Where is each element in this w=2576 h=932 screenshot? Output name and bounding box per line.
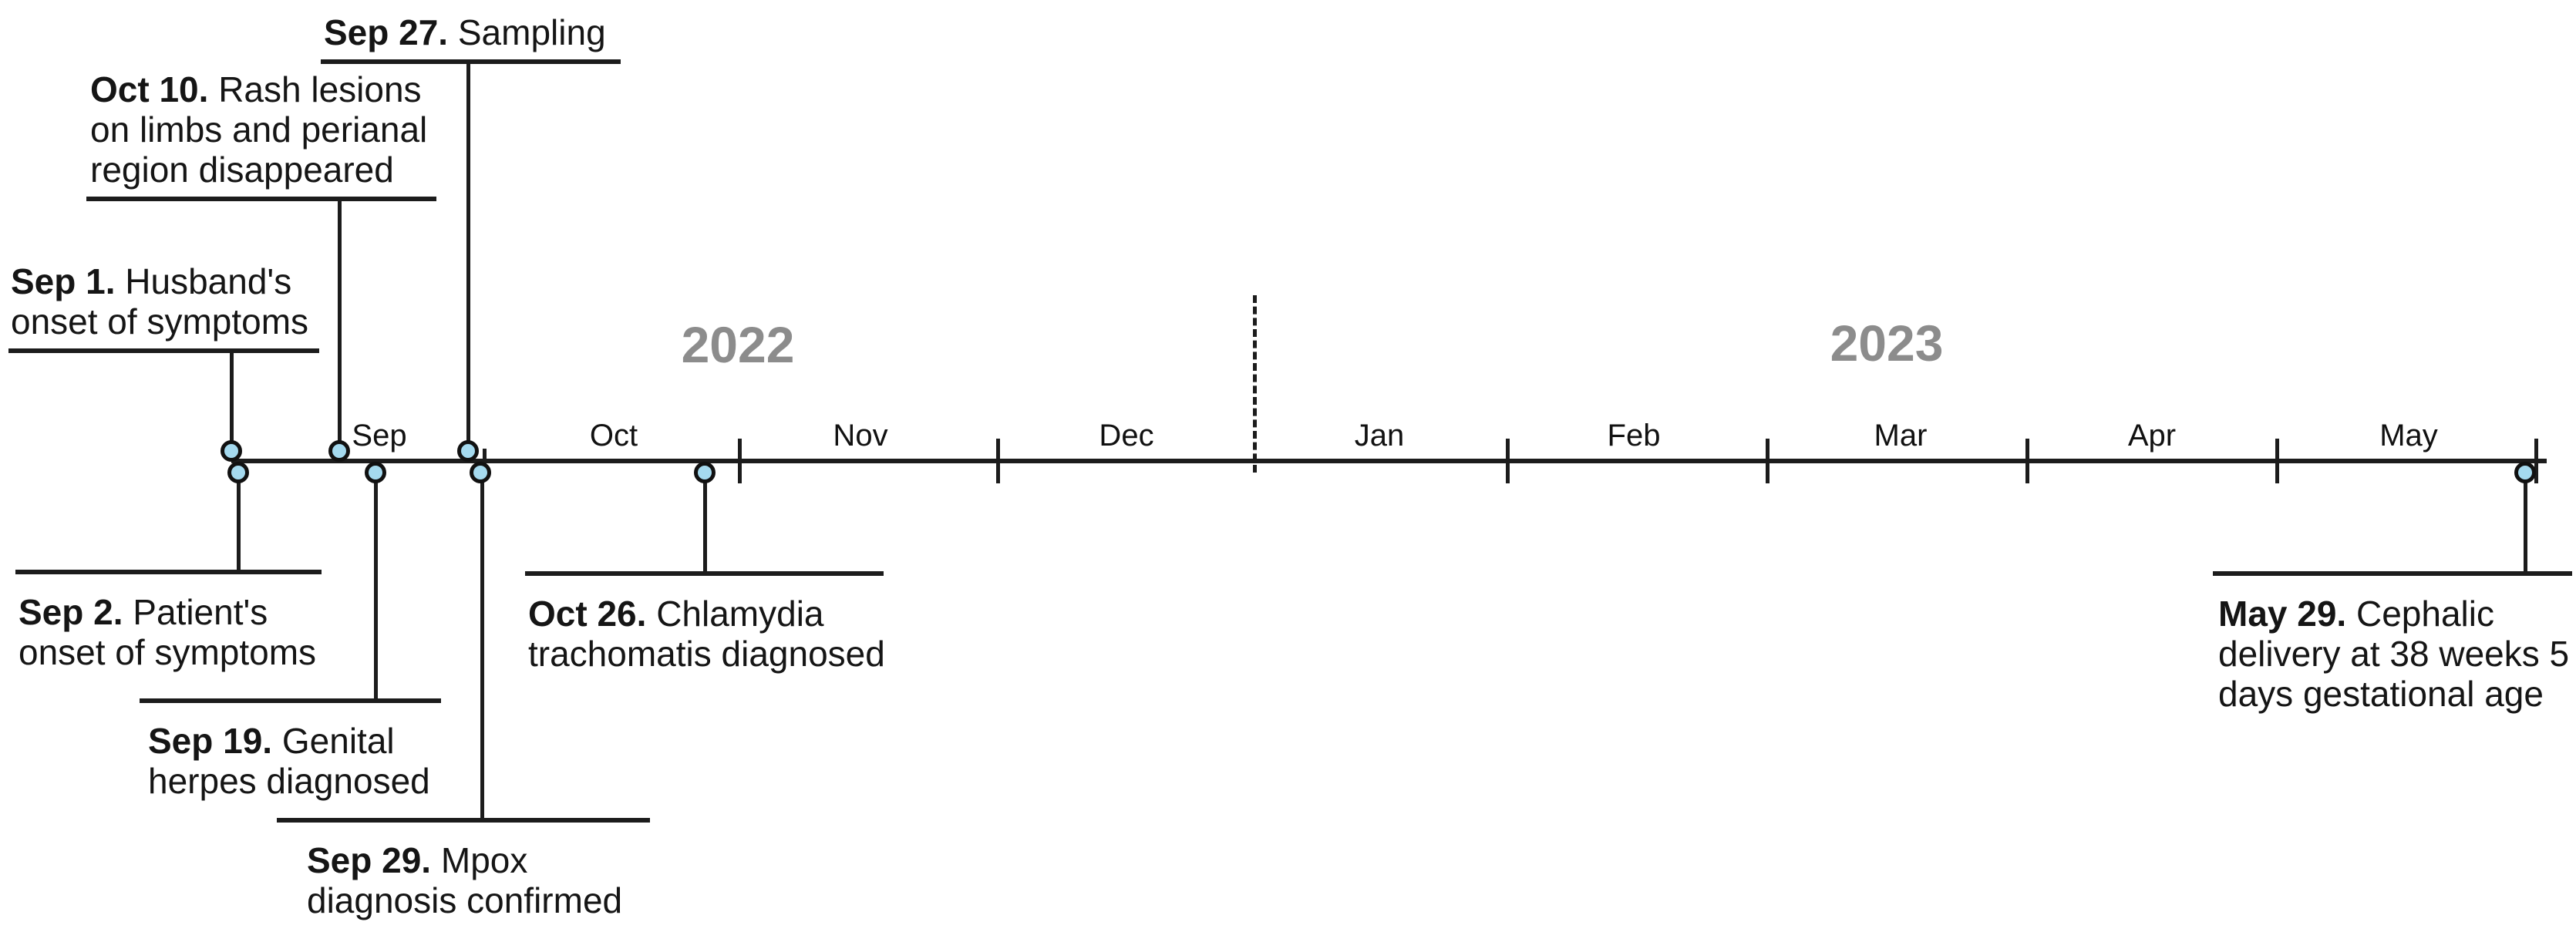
event-connector-husband-onset — [230, 351, 234, 451]
event-text-line: Oct 26. Chlamydia — [528, 594, 824, 634]
event-label-rule-husband-onset — [8, 348, 319, 353]
event-label-rule-patient-onset — [15, 570, 322, 574]
event-label-rule-genital-herpes — [140, 698, 441, 703]
event-text-line: Sep 29. Mpox — [307, 840, 528, 880]
month-tick — [996, 439, 1000, 483]
timeline-axis — [231, 459, 2547, 463]
event-date: Sep 2. — [19, 592, 123, 632]
event-text-line: region disappeared — [90, 150, 394, 190]
year-label-2022: 2022 — [681, 316, 795, 373]
event-text-line: May 29. Cephalic — [2218, 594, 2494, 634]
event-marker-chlamydia — [694, 462, 716, 483]
event-label-rule-mpox-confirmed — [277, 818, 650, 823]
month-tick — [1506, 439, 1510, 483]
event-marker-patient-onset — [227, 462, 249, 483]
event-connector-mpox-confirmed — [480, 473, 484, 820]
event-text-line: Sep 2. Patient's — [19, 592, 268, 632]
event-text-line: Sep 27. Sampling — [324, 12, 606, 52]
month-label-dec: Dec — [1099, 419, 1154, 453]
month-tick — [2025, 439, 2029, 483]
event-text-line: herpes diagnosed — [148, 761, 430, 801]
event-date: Sep 19. — [148, 721, 273, 761]
event-text-line: on limbs and perianal — [90, 109, 428, 150]
year-label-2023: 2023 — [1830, 315, 1944, 372]
event-date: Sep 27. — [324, 12, 449, 52]
event-text-line: onset of symptoms — [11, 301, 309, 342]
month-label-sep: Sep — [352, 419, 407, 453]
event-date: Sep 1. — [11, 261, 116, 301]
event-connector-sampling — [466, 62, 470, 451]
event-connector-chlamydia — [703, 473, 707, 574]
event-text-line: days gestational age — [2218, 674, 2544, 714]
event-date: Oct 10. — [90, 69, 209, 109]
event-marker-delivery — [2514, 462, 2536, 483]
month-label-oct: Oct — [589, 419, 638, 453]
event-connector-rash-disappeared — [338, 199, 342, 451]
event-label-rule-sampling — [321, 59, 621, 64]
event-connector-genital-herpes — [374, 473, 378, 701]
month-label-jan: Jan — [1354, 419, 1405, 453]
event-text-line: Sep 19. Genital — [148, 721, 395, 761]
event-connector-delivery — [2524, 473, 2527, 574]
month-label-may: May — [2379, 419, 2438, 453]
month-label-apr: Apr — [2127, 419, 2177, 453]
event-marker-husband-onset — [221, 440, 242, 462]
event-text-line: trachomatis diagnosed — [528, 634, 885, 674]
event-text-line: delivery at 38 weeks 5 — [2218, 634, 2570, 674]
event-date: May 29. — [2218, 594, 2347, 634]
event-date: Oct 26. — [528, 594, 647, 634]
event-label-rule-delivery — [2213, 571, 2572, 576]
month-tick-short — [483, 449, 487, 473]
event-marker-mpox-confirmed — [470, 462, 491, 483]
event-text-line: Oct 10. Rash lesions — [90, 69, 422, 109]
event-label-rule-chlamydia — [525, 571, 884, 576]
month-label-mar: Mar — [1874, 419, 1928, 453]
event-text-line: Sep 1. Husband's — [11, 261, 292, 301]
event-date: Sep 29. — [307, 840, 432, 880]
month-label-feb: Feb — [1607, 419, 1661, 453]
month-tick — [2275, 439, 2279, 483]
event-label-rule-rash-disappeared — [86, 197, 436, 201]
event-label-text-sampling: Sep 27. Sampling — [324, 12, 606, 52]
month-label-nov: Nov — [833, 419, 888, 453]
month-tick — [738, 439, 742, 483]
event-connector-patient-onset — [237, 473, 241, 572]
event-marker-rash-disappeared — [328, 440, 350, 462]
event-marker-genital-herpes — [365, 462, 386, 483]
month-tick — [2534, 439, 2538, 483]
month-tick — [1766, 439, 1770, 483]
event-marker-sampling — [457, 440, 479, 462]
event-text-line: onset of symptoms — [19, 632, 317, 672]
event-text-line: diagnosis confirmed — [307, 880, 623, 920]
year-divider-dashed-line — [1253, 295, 1257, 473]
